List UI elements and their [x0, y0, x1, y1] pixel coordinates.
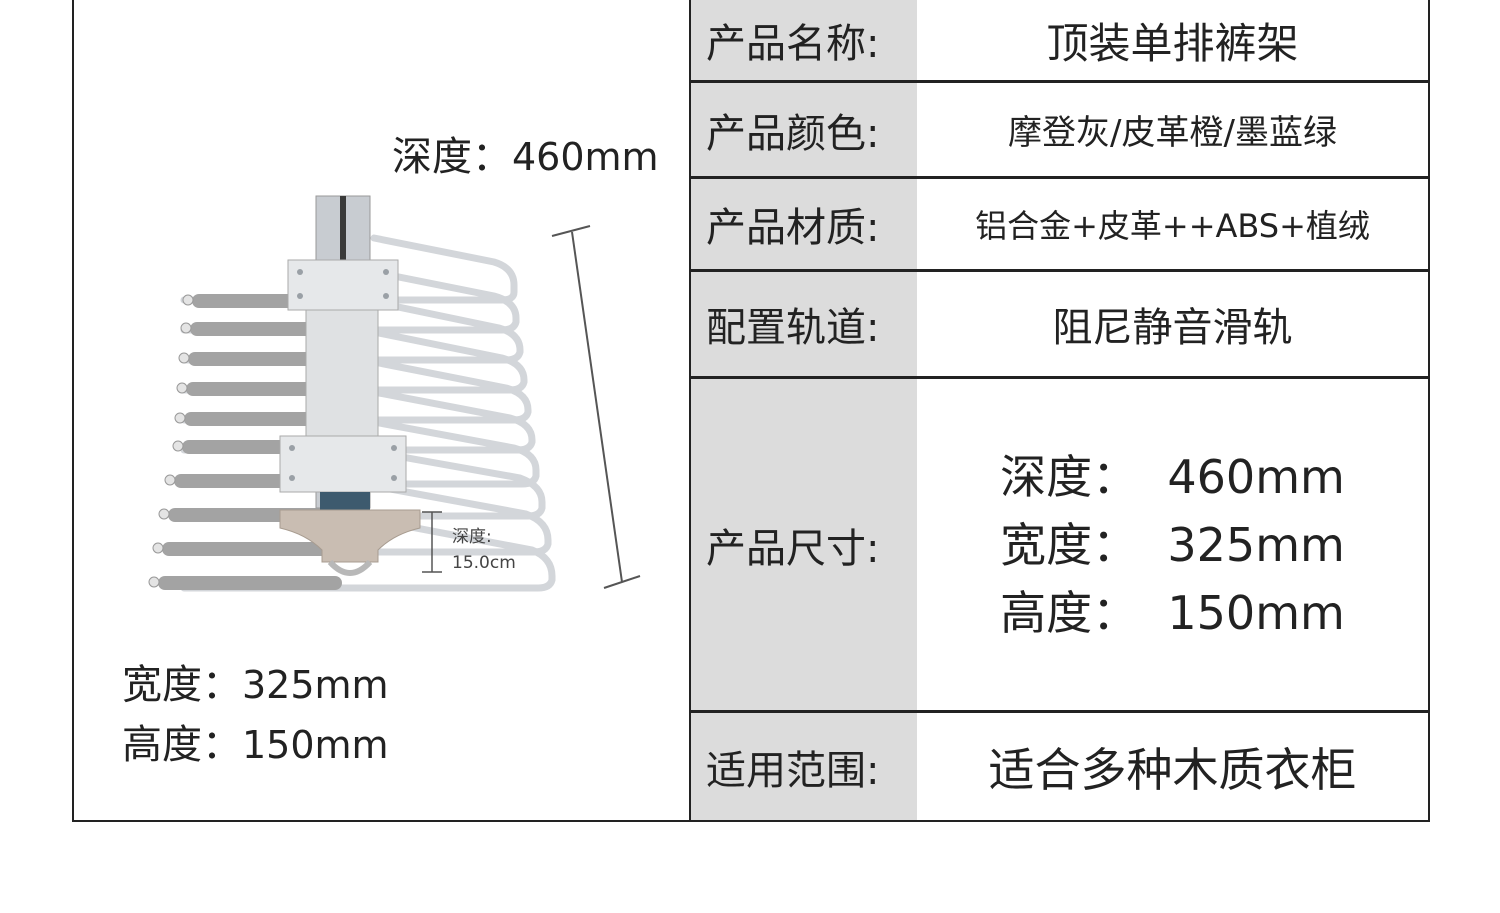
spec-value-track: 阻尼静音滑轨: [1052, 305, 1293, 351]
spec-label-material: 产品材质:: [691, 179, 917, 269]
spec-row-size: 产品尺寸: 深度： 460mm 宽度： 325mm 高度： 150mm: [691, 379, 1428, 710]
width-value: 325mm: [242, 663, 389, 707]
width-dimension: 宽度：325mm: [122, 652, 389, 710]
spec-label-color: 产品颜色:: [691, 83, 917, 176]
spec-row-usage: 适用范围: 适合多种木质衣柜: [691, 713, 1428, 820]
rack-rails: [180, 234, 556, 592]
size-depth-line: 深度： 460mm: [1000, 449, 1345, 504]
product-illustration-panel: 深度：460mm 深度: 15.0cm 宽度：325mm 高度：150mm: [74, 0, 690, 820]
spec-value-size: 深度： 460mm 宽度： 325mm 高度： 150mm: [917, 379, 1428, 710]
spec-row-material: 产品材质: 铝合金+皮革++ABS+植绒: [691, 179, 1428, 269]
spec-frame: [72, 0, 1430, 822]
spec-label-track: 配置轨道:: [691, 272, 917, 376]
padded-bars: [158, 294, 342, 590]
row-divider: [691, 376, 1428, 379]
height-label: 高度：: [122, 722, 242, 768]
spec-value-usage: 适合多种木质衣柜: [988, 742, 1357, 797]
depth-measure-line: [551, 225, 641, 589]
row-divider: [691, 176, 1428, 179]
spec-label-size: 产品尺寸:: [691, 379, 917, 710]
depth-dimension: 深度：460mm: [392, 124, 659, 182]
inner-depth-value: 15.0cm: [452, 553, 516, 573]
spec-row-name: 产品名称: 顶装单排裤架: [691, 0, 1428, 80]
size-height-line: 高度： 150mm: [1000, 585, 1345, 640]
spec-label-name: 产品名称:: [691, 0, 917, 80]
width-label: 宽度：: [122, 662, 242, 708]
handle-plate: [279, 509, 421, 576]
inner-depth-dimension: 深度: 15.0cm: [452, 524, 516, 576]
row-divider: [691, 710, 1428, 713]
spec-value-color: 摩登灰/皮革橙/墨蓝绿: [1008, 113, 1337, 153]
slide-rail-assembly: [279, 195, 407, 510]
inner-depth-label: 深度:: [452, 527, 492, 547]
spec-value-name: 顶装单排裤架: [1046, 18, 1299, 68]
depth-value: 460mm: [512, 135, 659, 179]
height-value: 150mm: [242, 723, 389, 767]
spec-label-usage: 适用范围:: [691, 713, 917, 820]
spec-row-color: 产品颜色: 摩登灰/皮革橙/墨蓝绿: [691, 83, 1428, 176]
spec-value-material: 铝合金+皮革++ABS+植绒: [975, 207, 1370, 245]
height-dimension: 高度：150mm: [122, 712, 389, 770]
panel-divider: [689, 0, 691, 822]
spec-table: 产品名称: 顶装单排裤架 产品颜色: 摩登灰/皮革橙/墨蓝绿 产品材质: 铝合金…: [691, 0, 1428, 820]
depth-label: 深度：: [392, 134, 512, 180]
spec-row-track: 配置轨道: 阻尼静音滑轨: [691, 272, 1428, 376]
inner-depth-bracket: [422, 511, 442, 573]
row-divider: [691, 269, 1428, 272]
row-divider: [691, 80, 1428, 83]
trouser-rack-illustration: [148, 195, 641, 592]
bar-end-caps: [148, 294, 194, 588]
size-width-line: 宽度： 325mm: [1000, 517, 1345, 572]
